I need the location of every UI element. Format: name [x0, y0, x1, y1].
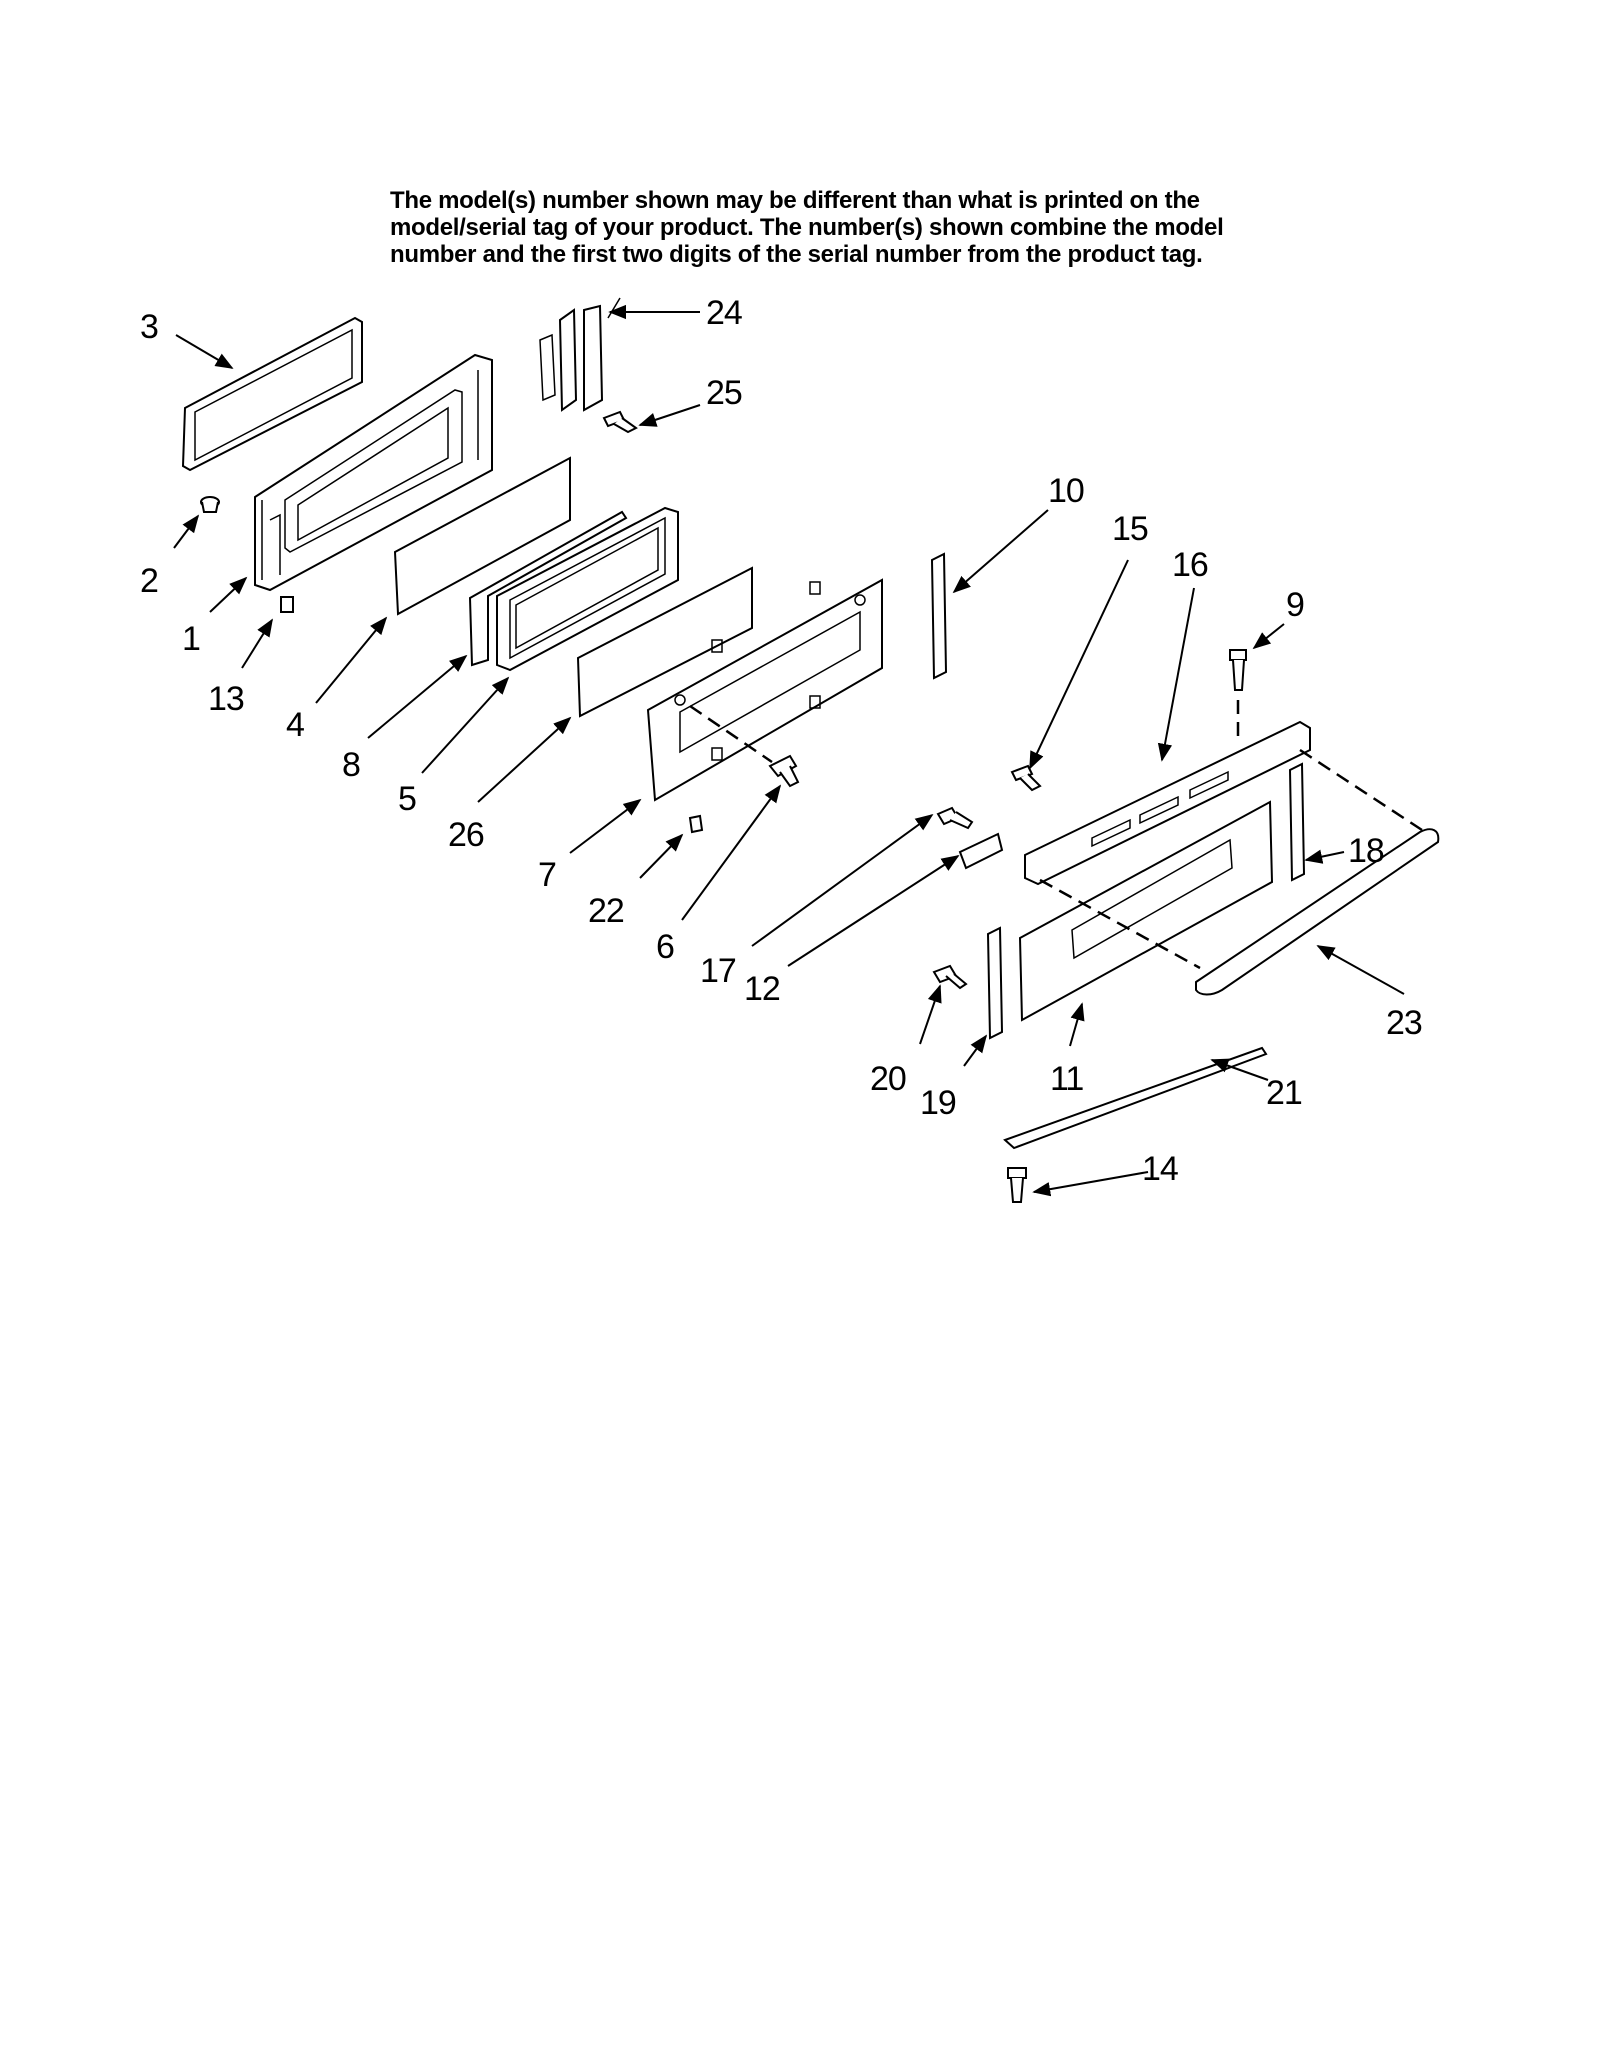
part-7-door-panel — [646, 578, 883, 802]
callout-15: 15 — [1112, 510, 1148, 548]
callout-19: 19 — [920, 1084, 956, 1122]
assembly-line-11-23 — [1039, 878, 1201, 970]
callout-5: 5 — [398, 780, 416, 818]
callout-17: 17 — [700, 952, 736, 990]
callout-8: 8 — [342, 746, 360, 784]
note-line-2: model/serial tag of your product. The nu… — [390, 214, 1224, 241]
callout-14: 14 — [1142, 1150, 1178, 1188]
part-14-screw — [1007, 1167, 1027, 1203]
part-6-screw — [768, 754, 800, 788]
callout-13: 13 — [208, 680, 244, 718]
part-20-screw — [932, 964, 968, 990]
part-25-screw — [602, 410, 638, 434]
part-13-pad — [280, 596, 294, 613]
note-line-3: number and the first two digits of the s… — [390, 241, 1203, 268]
callout-6: 6 — [656, 928, 674, 966]
model-number-note: The model(s) number shown may be differe… — [390, 187, 1330, 268]
part-2-bumper — [200, 496, 220, 513]
part-24-hinge — [539, 297, 621, 412]
part-21-bottom-trim — [1003, 1046, 1268, 1150]
part-22-pad — [688, 814, 704, 834]
part-9-screw — [1229, 649, 1247, 691]
part-12-bracket — [958, 832, 1004, 870]
callout-20: 20 — [870, 1060, 906, 1098]
part-16-vent-trim — [1024, 720, 1311, 886]
callout-7: 7 — [538, 856, 556, 894]
part-17-screw — [936, 806, 974, 830]
part-11-outer-panel — [1018, 800, 1274, 1022]
callout-12: 12 — [744, 970, 780, 1008]
assembly-line-6 — [689, 704, 773, 764]
callout-9: 9 — [1286, 586, 1304, 624]
part-8-spacer — [468, 510, 628, 667]
callout-4: 4 — [286, 706, 304, 744]
part-5-glass-frame — [496, 506, 679, 672]
part-3-gasket — [181, 316, 363, 472]
note-line-1: The model(s) number shown may be differe… — [390, 187, 1200, 214]
callout-10: 10 — [1048, 472, 1084, 510]
part-10-vent-bracket — [930, 552, 948, 680]
callout-21: 21 — [1266, 1074, 1302, 1112]
assembly-line-16-23b — [1299, 748, 1423, 832]
part-18-side-trim — [1288, 762, 1306, 882]
part-1-door-frame — [254, 353, 493, 592]
part-15-screw — [1010, 764, 1042, 792]
callout-16: 16 — [1172, 546, 1208, 584]
callout-labels: 3 2 1 13 4 8 5 26 7 22 6 24 25 10 15 16 … — [140, 294, 1423, 1188]
callout-18: 18 — [1348, 832, 1384, 870]
callout-26: 26 — [448, 816, 484, 854]
callout-24: 24 — [706, 294, 742, 332]
callout-1: 1 — [182, 620, 200, 658]
part-4-inner-glass — [393, 456, 571, 616]
leader-lines — [173, 304, 1405, 1197]
callout-23: 23 — [1386, 1004, 1422, 1042]
callout-11: 11 — [1050, 1060, 1083, 1098]
callout-22: 22 — [588, 892, 624, 930]
part-23-handle — [1195, 828, 1440, 996]
callout-3: 3 — [140, 308, 158, 346]
part-26-outer-glass — [576, 566, 753, 718]
callout-2: 2 — [140, 562, 158, 600]
callout-25: 25 — [706, 374, 742, 412]
part-19-side-trim — [986, 926, 1004, 1040]
